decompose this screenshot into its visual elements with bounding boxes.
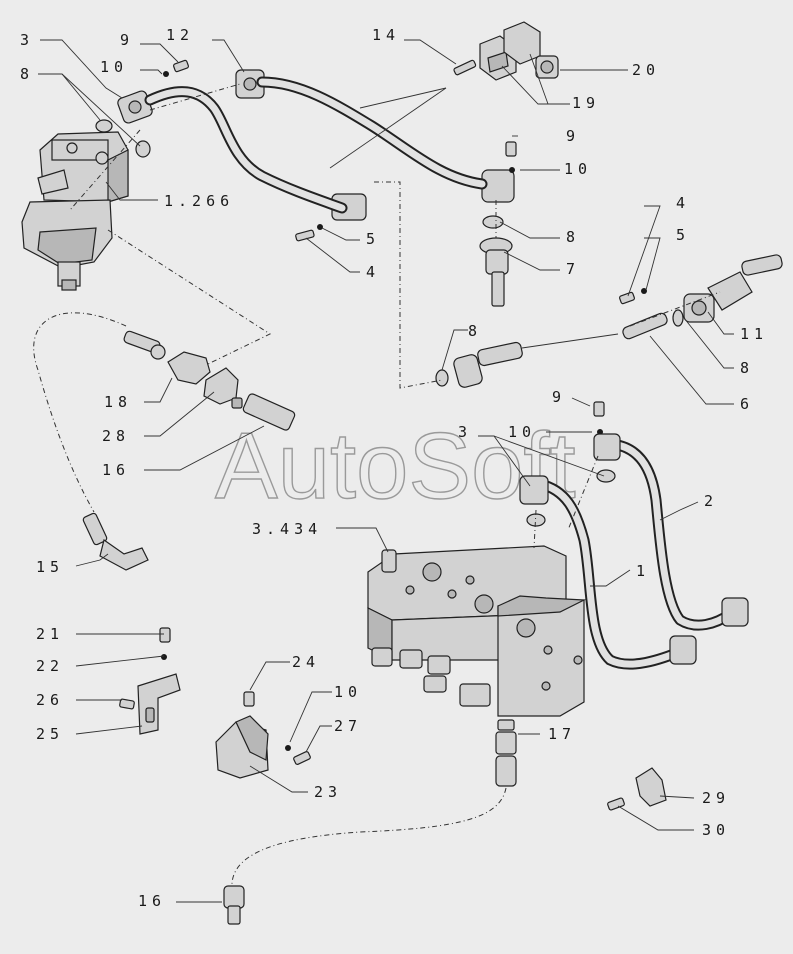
hose-15 (33, 312, 149, 571)
fitting-17 (223, 719, 517, 925)
callout-21: 21 (36, 625, 64, 643)
leaders (38, 39, 734, 903)
pipes-1-2 (519, 433, 749, 670)
fitting-7 (479, 237, 513, 307)
callout-2: 2 (704, 492, 718, 510)
fitting-mid (453, 333, 619, 388)
hose-fittings (123, 330, 296, 431)
callout-14: 14 (372, 26, 400, 44)
callout-3-434: 3.434 (252, 520, 322, 538)
callout-10b: 10 (564, 160, 592, 178)
callout-30: 30 (702, 821, 730, 839)
callout-1-266: 1.266 (164, 192, 234, 210)
callout-8c: 8 (468, 322, 482, 340)
fasteners (119, 59, 647, 811)
callout-10d: 10 (334, 683, 362, 701)
pump-assembly (21, 131, 129, 291)
brackets (137, 673, 667, 807)
callout-23: 23 (314, 783, 342, 801)
callout-8d: 8 (740, 359, 754, 377)
clamp-19-20 (479, 21, 559, 81)
callout-27: 27 (334, 717, 362, 735)
callout-11: 11 (740, 325, 768, 343)
callout-19: 19 (572, 94, 600, 112)
callout-28: 28 (102, 427, 130, 445)
callout-9: 9 (120, 31, 134, 49)
upper-pipes (95, 69, 684, 387)
callout-8: 8 (20, 65, 34, 83)
fitting-6-11 (622, 254, 783, 340)
callout-26: 26 (36, 691, 64, 709)
callout-22: 22 (36, 657, 64, 675)
callout-labels: 3 9 12 10 8 14 20 19 1.266 9 10 5 4 8 7 … (20, 26, 768, 910)
callout-24: 24 (292, 653, 320, 671)
callout-8b: 8 (566, 228, 580, 246)
callout-15: 15 (36, 558, 64, 576)
callout-16: 16 (102, 461, 130, 479)
callout-25: 25 (36, 725, 64, 743)
callout-12: 12 (166, 26, 194, 44)
centerlines (69, 83, 721, 549)
callout-7: 7 (566, 260, 580, 278)
callout-4: 4 (366, 263, 380, 281)
callout-5: 5 (366, 230, 380, 248)
callout-5b: 5 (676, 226, 690, 244)
control-valve (367, 545, 587, 717)
watermark: AutoSoft (215, 413, 576, 518)
callout-3: 3 (20, 31, 34, 49)
callout-29: 29 (702, 789, 730, 807)
callout-16b: 16 (138, 892, 166, 910)
callout-3b: 3 (458, 423, 472, 441)
callout-17: 17 (548, 725, 576, 743)
callout-10: 10 (100, 58, 128, 76)
callout-9c: 9 (552, 388, 566, 406)
callout-6: 6 (740, 395, 754, 413)
callout-1: 1 (636, 562, 650, 580)
callout-4b: 4 (676, 194, 690, 212)
callout-18: 18 (104, 393, 132, 411)
callout-10c: 10 (508, 423, 536, 441)
callout-9b: 9 (566, 127, 580, 145)
callout-20: 20 (632, 61, 660, 79)
